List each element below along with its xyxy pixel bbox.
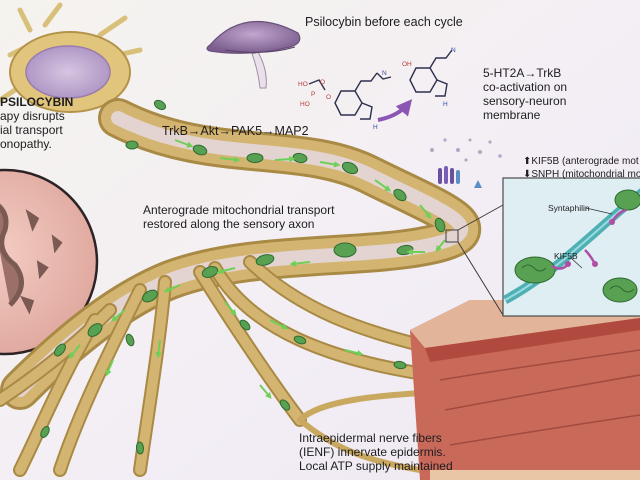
svg-text:H: H (443, 101, 448, 108)
conversion-arrow (377, 99, 413, 122)
svg-text:HO: HO (300, 101, 310, 108)
vesicles (430, 138, 502, 162)
label-syntaphilin: Syntaphilin (548, 203, 590, 213)
psilocybin-atom-labels: HO P O HO O N H (298, 70, 387, 131)
label-psilocybin-dosing: Psilocybin before each cycle (305, 15, 463, 29)
svg-text:O: O (326, 94, 331, 101)
label-neuropathy: PSILOCYBIN apy disrupts ial transport on… (0, 95, 74, 151)
tissue-micrograph (0, 168, 99, 356)
receptor-cluster (438, 166, 482, 188)
mushroom-icon (206, 20, 301, 89)
label-anterograde-transport: Anterograde mitochondrial transport rest… (143, 203, 335, 231)
label-kif5b: KIF5B (554, 251, 578, 261)
svg-text:N: N (382, 70, 387, 77)
svg-text:OH: OH (402, 61, 412, 68)
svg-text:O: O (320, 79, 325, 86)
label-signaling-pathway: TrkB→Akt→PAK5→MAP2 (162, 124, 309, 138)
neuron-soma (0, 2, 143, 113)
psilocybin-molecule (308, 72, 392, 120)
psilocin-atom-labels: OH N H (402, 47, 456, 108)
svg-text:HO: HO (298, 81, 308, 88)
label-coactivation: 5-HT2A→TrkB co-activation on sensory-neu… (483, 66, 568, 122)
label-ienf: Intraepidermal nerve fibers (IENF) inner… (299, 431, 453, 473)
svg-text:N: N (451, 47, 456, 54)
zoom-connector (445, 204, 504, 316)
svg-text:H: H (373, 124, 378, 131)
mitochondria (40, 99, 446, 455)
label-motor-markers: ⬆KIF5B (anterograde mot ⬇SNPH (mitochond… (523, 156, 640, 180)
svg-text:P: P (311, 91, 315, 98)
motor-inset (502, 177, 640, 317)
transport-arrows (68, 139, 446, 399)
psilocin-molecule (409, 49, 453, 97)
